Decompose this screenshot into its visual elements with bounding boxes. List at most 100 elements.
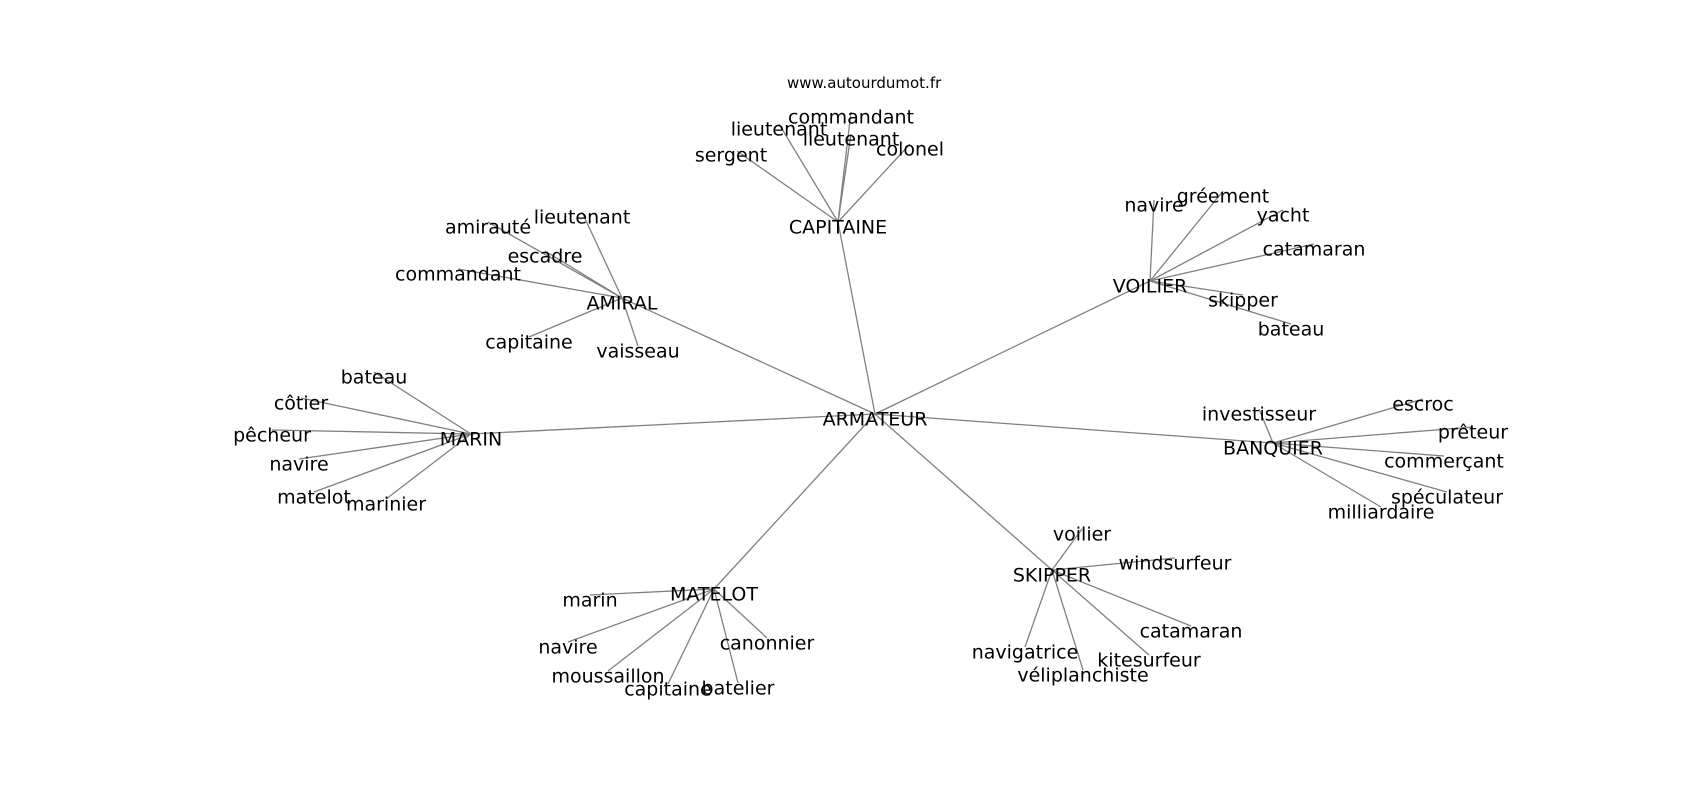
node-amiral: AMIRAL [586, 293, 657, 315]
edge-root-skipper [874, 413, 1053, 571]
leaf-skipper-kitesurfeur: kitesurfeur [1097, 650, 1201, 672]
edge-voilier-greement [1149, 190, 1224, 282]
edge-root-matelot [713, 413, 876, 590]
edge-skipper-voilier [1051, 528, 1083, 571]
edge-voilier-catamaran [1149, 243, 1315, 282]
node-banquier: BANQUIER [1223, 438, 1323, 460]
leaf-skipper-catamaran: catamaran [1140, 621, 1243, 643]
leaf-banquier-commercant: commerçant [1384, 451, 1504, 473]
leaf-marin-matelot: matelot [277, 487, 351, 509]
edge-banquier-escroc [1272, 398, 1424, 444]
leaf-skipper-voilier: voilier [1053, 524, 1111, 546]
leaf-skipper-veliplanchiste: véliplanchiste [1017, 665, 1148, 687]
edge-marin-cotier [300, 397, 472, 435]
node-skipper: SKIPPER [1013, 565, 1091, 587]
edge-banquier-milliardaire [1272, 442, 1382, 508]
leaf-capitaine-lieutenant: lieutenant [731, 119, 828, 141]
leaf-amiral-vaisseau: vaisseau [596, 341, 679, 363]
node-voilier: VOILIER [1113, 276, 1188, 298]
leaf-voilier-skipper: skipper [1208, 290, 1278, 312]
edge-matelot-navire [567, 588, 715, 643]
edge-skipper-veliplanchiste [1051, 569, 1084, 671]
edge-banquier-speculateur [1272, 442, 1448, 493]
node-armateur: ARMATEUR [823, 409, 928, 431]
edge-capitaine-colonel [837, 143, 911, 223]
edge-voilier-bateau [1149, 280, 1292, 325]
leaf-banquier-investisseur: investisseur [1202, 404, 1316, 426]
leaf-voilier-yacht: yacht [1257, 205, 1310, 227]
leaf-banquier-preteur: prêteur [1438, 422, 1508, 444]
edge-banquier-investisseur [1258, 408, 1274, 444]
leaf-marin-cotier: côtier [274, 393, 328, 415]
edge-amiral-vaisseau [621, 297, 639, 347]
graph-edges [271, 111, 1474, 685]
edge-root-capitaine [837, 221, 876, 415]
edge-voilier-navire [1149, 199, 1155, 282]
edge-root-amiral [621, 297, 876, 415]
edge-amiral-escadre [544, 250, 623, 299]
edge-skipper-kitesurfeur [1051, 569, 1150, 656]
edge-capitaine-sergent [736, 150, 839, 223]
edge-marin-matelot [313, 433, 472, 493]
leaf-banquier-speculateur: spéculateur [1391, 487, 1503, 509]
leaf-skipper-windsurfeur: windsurfeur [1119, 553, 1232, 575]
edge-amiral-lieutenant [581, 211, 623, 299]
leaf-amiral-amiraute: amirauté [445, 217, 531, 239]
edge-voilier-yacht [1149, 209, 1284, 282]
edge-marin-navire [298, 433, 472, 460]
edge-matelot-canonnier [713, 588, 768, 639]
edge-root-marin [470, 413, 876, 435]
leaf-matelot-capitaine: capitaine [624, 679, 712, 701]
graph-labels: ARMATEURCAPITAINEsergentlieutenantcomman… [233, 107, 1508, 701]
edge-skipper-catamaran [1051, 569, 1192, 627]
edge-marin-marinier [385, 433, 472, 500]
leaf-banquier-milliardaire: milliardaire [1328, 502, 1435, 524]
edge-capitaine-lieutenant [778, 123, 839, 223]
leaf-capitaine-lieutenant: lieutenant [803, 129, 900, 151]
leaf-banquier-escroc: escroc [1392, 394, 1454, 416]
leaf-matelot-batelier: batelier [702, 678, 775, 700]
edge-matelot-marin [589, 588, 715, 596]
edge-marin-pecheur [271, 429, 472, 435]
edge-matelot-batelier [713, 588, 739, 684]
leaf-capitaine-sergent: sergent [695, 145, 767, 167]
leaf-marin-pecheur: pêcheur [233, 425, 311, 447]
edge-amiral-amiraute [487, 221, 623, 299]
leaf-amiral-commandant: commandant [395, 264, 521, 286]
leaf-matelot-navire: navire [538, 637, 597, 659]
edge-root-voilier [874, 280, 1151, 415]
leaf-marin-navire: navire [269, 454, 328, 476]
leaf-voilier-bateau: bateau [1258, 319, 1325, 341]
node-capitaine: CAPITAINE [789, 217, 887, 239]
edge-matelot-capitaine [667, 588, 715, 685]
leaf-voilier-catamaran: catamaran [1263, 239, 1366, 261]
edge-marin-bateau [373, 371, 472, 435]
edge-banquier-commercant [1272, 442, 1445, 457]
edge-amiral-commandant [457, 268, 623, 299]
leaf-marin-bateau: bateau [341, 367, 408, 389]
edge-skipper-windsurfeur [1051, 557, 1176, 571]
leaf-matelot-canonnier: canonnier [720, 633, 815, 655]
node-matelot: MATELOT [670, 584, 758, 606]
watermark-text: www.autourdumot.fr [787, 74, 942, 92]
edge-capitaine-lieutenant [837, 133, 852, 223]
leaf-amiral-escadre: escadre [508, 246, 583, 268]
edge-amiral-capitaine [528, 297, 623, 338]
node-marin: MARIN [440, 429, 502, 451]
leaf-voilier-greement: gréement [1177, 186, 1270, 208]
leaf-marin-marinier: marinier [346, 494, 426, 516]
edge-root-banquier [874, 413, 1274, 444]
leaf-capitaine-commandant: commandant [788, 107, 914, 129]
edge-skipper-navigatrice [1024, 569, 1053, 648]
edge-banquier-preteur [1272, 426, 1474, 444]
leaf-skipper-navigatrice: navigatrice [972, 642, 1079, 664]
edge-matelot-moussaillon [607, 588, 715, 672]
leaf-voilier-navire: navire [1124, 195, 1183, 217]
leaf-amiral-capitaine: capitaine [485, 332, 573, 354]
leaf-matelot-marin: marin [562, 590, 617, 612]
leaf-capitaine-colonel: colonel [876, 139, 944, 161]
edge-voilier-skipper [1149, 280, 1244, 296]
leaf-matelot-moussaillon: moussaillon [551, 666, 664, 688]
leaf-amiral-lieutenant: lieutenant [534, 207, 631, 229]
